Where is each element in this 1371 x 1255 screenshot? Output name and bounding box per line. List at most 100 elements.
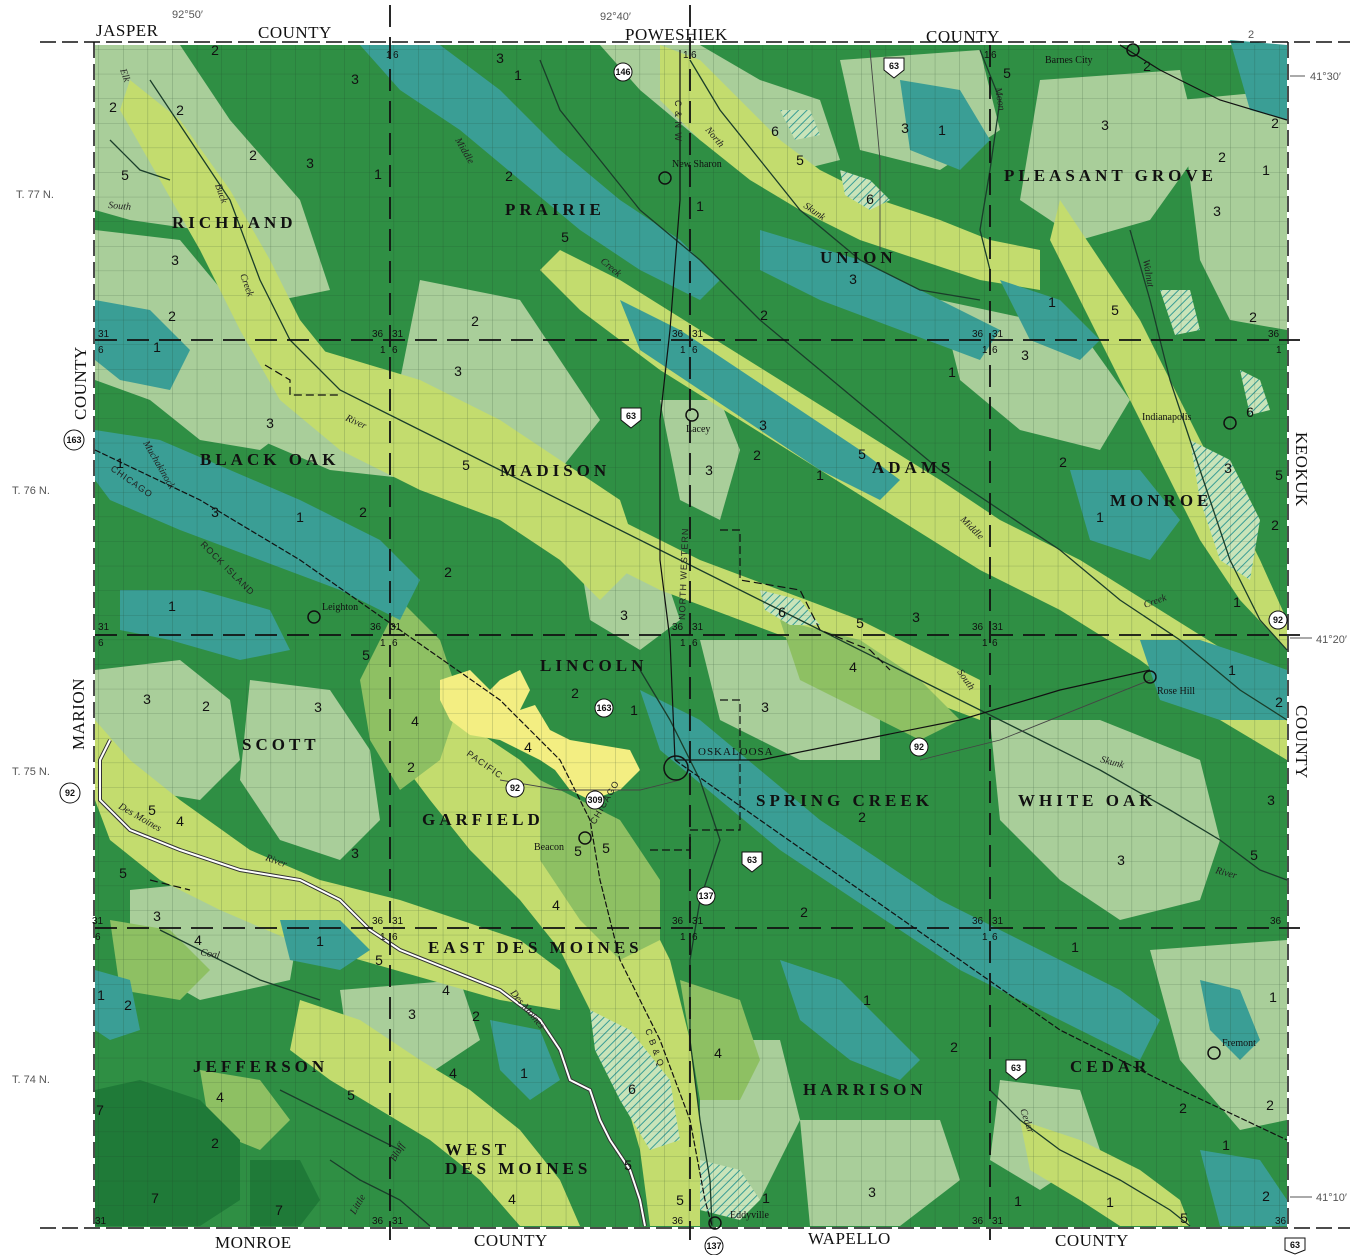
svg-text:41°30′: 41°30′ [1310, 71, 1341, 83]
svg-text:5: 5 [574, 843, 582, 859]
svg-text:1: 1 [984, 50, 990, 61]
svg-text:7: 7 [275, 1202, 283, 1218]
township-scott: SCOTT [242, 735, 320, 754]
svg-text:2: 2 [1271, 115, 1279, 131]
svg-text:6: 6 [771, 123, 779, 139]
county-labels: JASPER COUNTY POWESHIEK COUNTY MONROE CO… [69, 21, 1311, 1252]
svg-text:5: 5 [347, 1087, 355, 1103]
svg-text:31: 31 [95, 1216, 107, 1227]
svg-text:36: 36 [972, 1216, 984, 1227]
svg-text:6: 6 [692, 345, 698, 356]
township-cedar: CEDAR [1070, 1057, 1150, 1076]
svg-text:5: 5 [1275, 467, 1283, 483]
svg-text:92: 92 [1273, 615, 1283, 625]
svg-text:36: 36 [372, 1216, 384, 1227]
svg-text:2: 2 [211, 42, 219, 58]
coordinate-labels: 92°50′ 92°40′ 2 41°30′ 41°20′ 41°10′ T. … [12, 9, 1347, 1204]
svg-text:92: 92 [914, 742, 924, 752]
svg-text:5: 5 [362, 647, 370, 663]
township-des-moines: DES MOINES [445, 1159, 591, 1178]
svg-text:6: 6 [98, 638, 104, 649]
svg-text:3: 3 [454, 363, 462, 379]
rivers [109, 49, 1288, 1227]
svg-text:5: 5 [624, 1157, 632, 1173]
svg-text:1: 1 [1048, 294, 1056, 310]
svg-text:31: 31 [692, 329, 704, 340]
township-white-oak: WHITE OAK [1018, 791, 1157, 810]
svg-text:1: 1 [816, 467, 824, 483]
svg-text:137: 137 [698, 891, 713, 901]
svg-text:2: 2 [1179, 1100, 1187, 1116]
svg-text:4: 4 [508, 1191, 516, 1207]
svg-text:31: 31 [992, 916, 1004, 927]
svg-text:1: 1 [380, 638, 386, 649]
town-lacey: Lacey [686, 424, 710, 435]
svg-text:36: 36 [1275, 1216, 1287, 1227]
section-corner-numbers: 1 6 1 6 1 6 36 31 1 6 36 31 1 6 36 31 1 … [92, 50, 1287, 1227]
svg-text:63: 63 [889, 61, 899, 71]
svg-text:6: 6 [866, 191, 874, 207]
svg-text:6: 6 [991, 50, 997, 61]
svg-text:36: 36 [972, 329, 984, 340]
svg-text:1: 1 [630, 702, 638, 718]
town-indianapolis: Indianapolis [1142, 412, 1192, 423]
svg-text:36: 36 [372, 916, 384, 927]
svg-text:3: 3 [620, 607, 628, 623]
svg-text:3: 3 [761, 699, 769, 715]
svg-text:4: 4 [216, 1089, 224, 1105]
highway-163-shield: 163 [594, 698, 614, 718]
svg-text:1: 1 [1228, 662, 1236, 678]
svg-text:31: 31 [992, 329, 1004, 340]
svg-text:4: 4 [194, 932, 202, 948]
svg-text:2: 2 [950, 1039, 958, 1055]
svg-text:2: 2 [1248, 29, 1254, 41]
svg-text:2: 2 [1059, 454, 1067, 470]
svg-text:6: 6 [392, 638, 398, 649]
svg-text:4: 4 [714, 1045, 722, 1061]
svg-text:5: 5 [1180, 1210, 1188, 1226]
highway-63-shield-se: 63 [1284, 1237, 1306, 1255]
township-harrison: HARRISON [803, 1080, 927, 1099]
town-beacon: Beacon [534, 842, 564, 853]
svg-text:4: 4 [449, 1065, 457, 1081]
svg-text:36: 36 [672, 329, 684, 340]
town-eddyville: Eddyville [730, 1210, 769, 1221]
svg-text:4: 4 [411, 713, 419, 729]
svg-text:36: 36 [972, 916, 984, 927]
township-lincoln: LINCOLN [540, 656, 647, 675]
section-grid [95, 45, 1287, 1227]
highway-309-shield: 309 [585, 790, 605, 810]
township-richland: RICHLAND [172, 213, 297, 232]
svg-text:6: 6 [98, 345, 104, 356]
svg-text:6: 6 [393, 50, 399, 61]
svg-text:1: 1 [696, 198, 704, 214]
svg-text:5: 5 [148, 802, 156, 818]
svg-text:31: 31 [98, 622, 110, 633]
county-wapello: WAPELLO [808, 1229, 891, 1248]
svg-text:2: 2 [359, 504, 367, 520]
town-barnes-city: Barnes City [1045, 55, 1093, 66]
township-jefferson: JEFFERSON [193, 1057, 328, 1076]
township-spring-creek: SPRING CREEK [756, 791, 933, 810]
svg-text:3: 3 [211, 504, 219, 520]
svg-text:6: 6 [628, 1081, 636, 1097]
svg-text:3: 3 [306, 155, 314, 171]
svg-text:2: 2 [109, 99, 117, 115]
svg-text:2: 2 [800, 904, 808, 920]
svg-text:3: 3 [1117, 852, 1125, 868]
svg-text:36: 36 [1270, 916, 1282, 927]
township-monroe: MONROE [1110, 491, 1212, 510]
svg-text:6: 6 [691, 50, 697, 61]
svg-text:3: 3 [266, 415, 274, 431]
township-names: RICHLAND PRAIRIE UNION PLEASANT GROVE BL… [172, 166, 1213, 1178]
svg-text:2: 2 [1275, 694, 1283, 710]
svg-text:3: 3 [1267, 792, 1275, 808]
svg-text:1: 1 [1106, 1194, 1114, 1210]
svg-text:3: 3 [705, 462, 713, 478]
svg-text:3: 3 [314, 699, 322, 715]
svg-text:2: 2 [1143, 58, 1151, 74]
township-madison: MADISON [500, 461, 610, 480]
roads [499, 49, 1151, 791]
svg-text:31: 31 [692, 622, 704, 633]
township-prairie: PRAIRIE [505, 200, 605, 219]
